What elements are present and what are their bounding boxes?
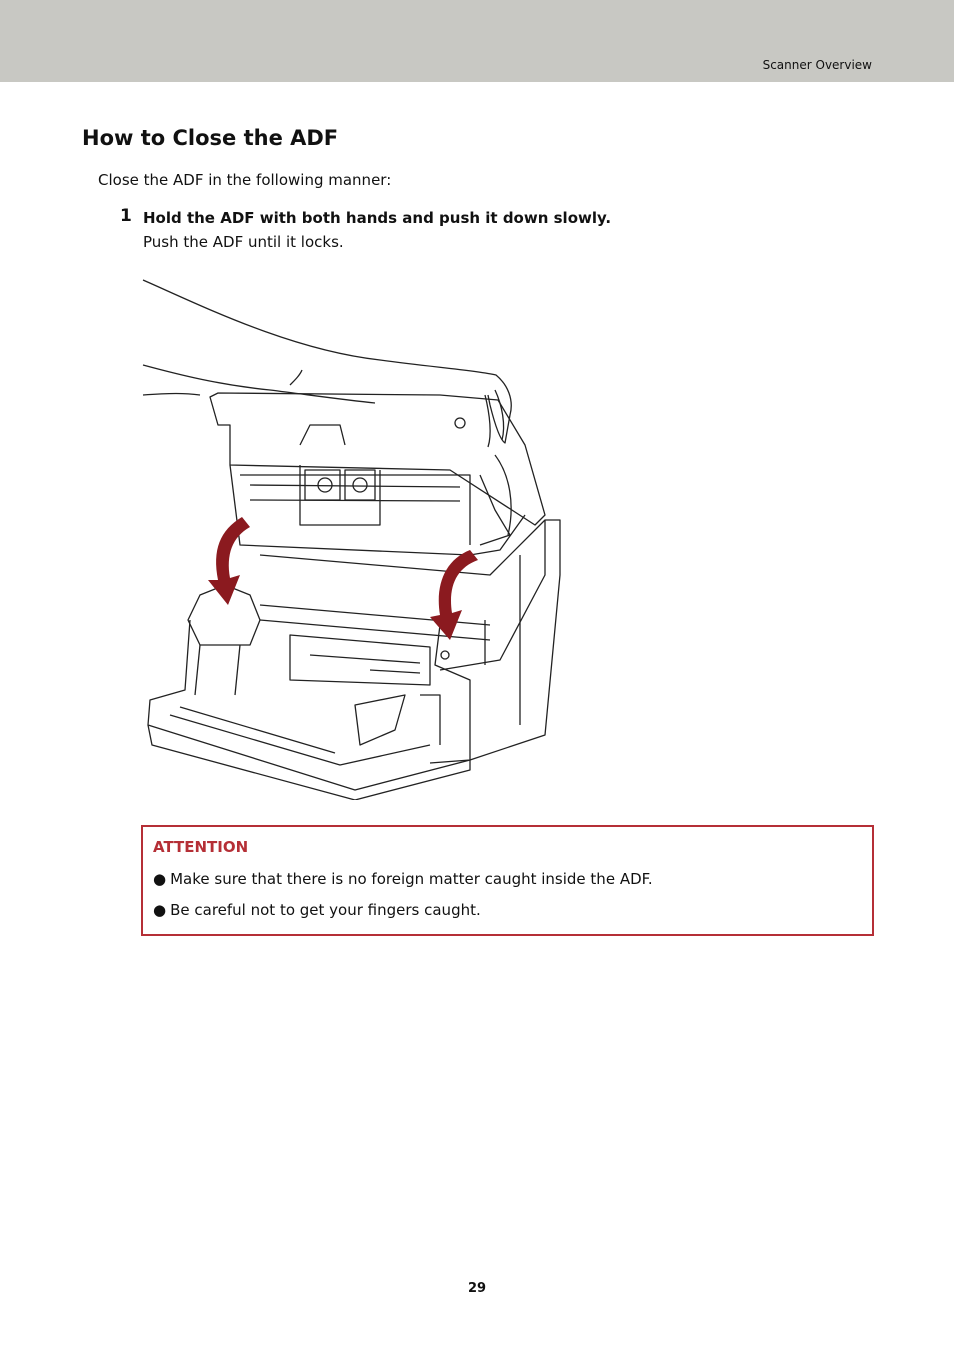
header-band: Scanner Overview <box>0 0 954 82</box>
header-section-title: Scanner Overview <box>762 58 872 72</box>
step-title: Hold the ADF with both hands and push it… <box>143 209 612 227</box>
step-detail: Push the ADF until it locks. <box>143 233 344 251</box>
attention-item-text: Make sure that there is no foreign matte… <box>170 870 653 888</box>
attention-item: ●Make sure that there is no foreign matt… <box>153 870 653 888</box>
page-title: How to Close the ADF <box>82 126 339 150</box>
intro-text: Close the ADF in the following manner: <box>98 171 392 189</box>
attention-item-text: Be careful not to get your fingers caugh… <box>170 901 481 919</box>
step-number: 1 <box>120 206 132 226</box>
bullet-icon: ● <box>153 870 167 888</box>
scanner-adf-illustration <box>142 279 561 800</box>
attention-item: ●Be careful not to get your fingers caug… <box>153 901 481 919</box>
bullet-icon: ● <box>153 901 167 919</box>
attention-title: ATTENTION <box>153 838 249 856</box>
page-number: 29 <box>467 1281 487 1296</box>
attention-box: ATTENTION ●Make sure that there is no fo… <box>141 825 874 936</box>
